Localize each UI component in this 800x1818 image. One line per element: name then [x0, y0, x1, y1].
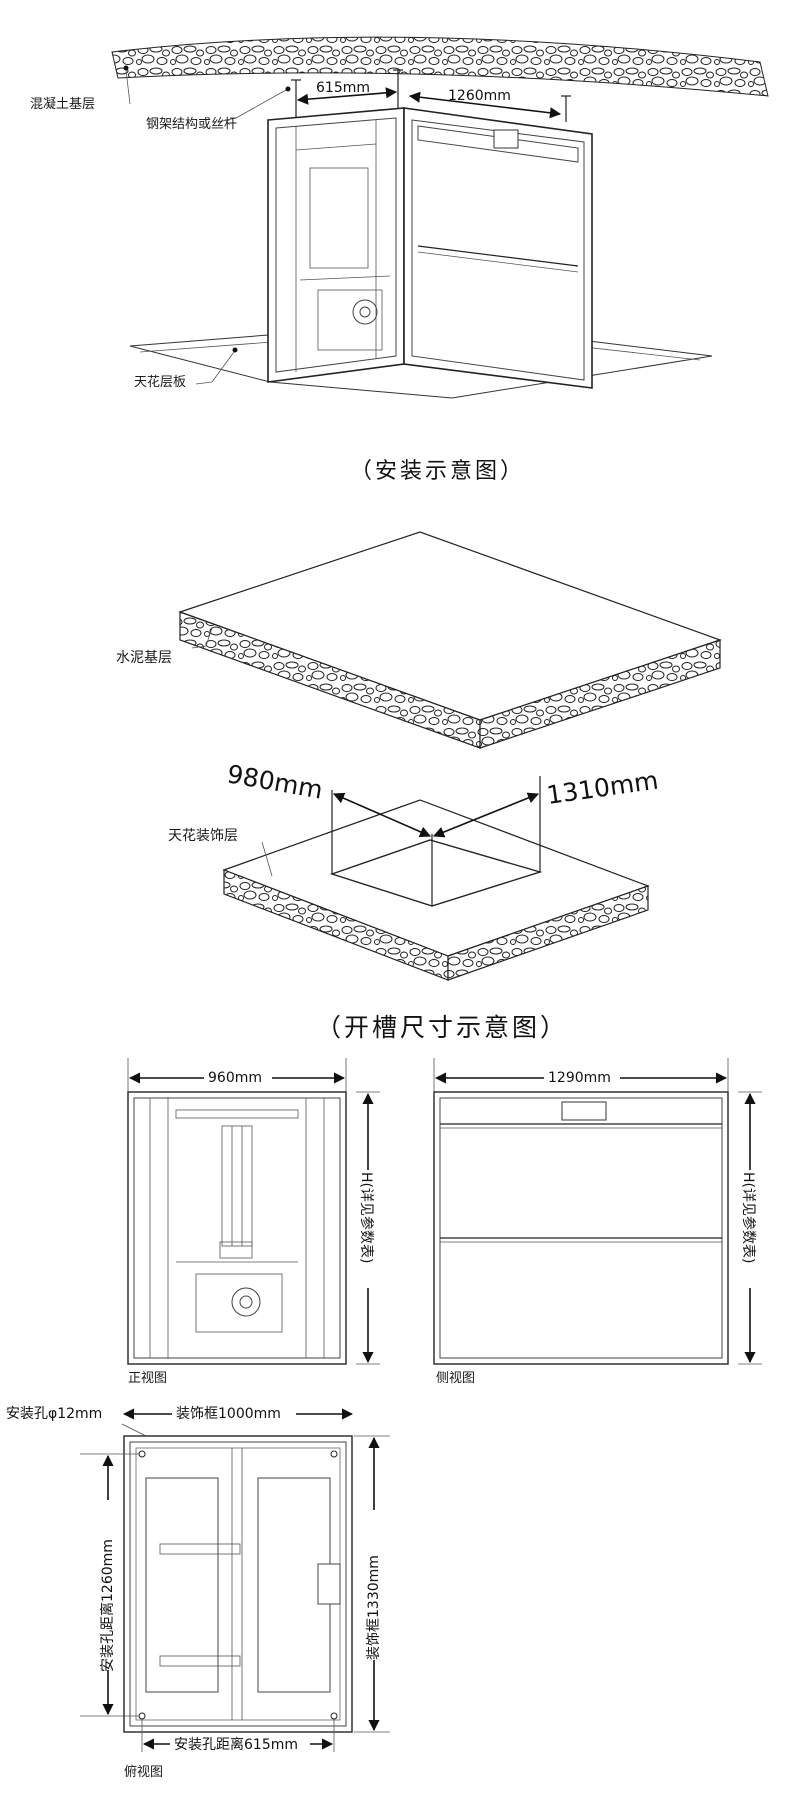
unit-side-face [403, 107, 593, 389]
caption-slot: （开槽尺寸示意图） [316, 1013, 568, 1042]
dim-615mm: 615mm [316, 80, 370, 96]
caption-front-view: 正视图 [128, 1371, 167, 1386]
side-height-dim: H(详见参数表) [740, 1172, 757, 1263]
front-width-dim: 960mm [208, 1070, 262, 1086]
unit-front-face [267, 107, 405, 383]
dim-980mm: 980mm [225, 759, 325, 804]
top-hole-distance-vertical-dim: 安装孔距离1260mm [99, 1539, 116, 1672]
side-width-dim: 1290mm [548, 1070, 611, 1086]
ceiling-decor-slab [222, 799, 650, 981]
top-view: 装饰框1000mm 安装孔φ12mm 安装孔距离1260mm 装饰框1330mm [6, 1404, 390, 1780]
top-hole-label: 安装孔φ12mm [6, 1406, 102, 1422]
cement-slab [178, 531, 722, 749]
install-diagram: 615mm 1260mm 混凝土基层 钢架结构或丝杆 天花层板 （安装示意图） [30, 36, 769, 484]
label-ceiling-decor: 天花装饰层 [168, 828, 238, 844]
side-view: 1290mm H(详见参数表) 侧视图 [433, 1058, 762, 1386]
hanging-rods [291, 69, 571, 122]
dim-1260mm: 1260mm [448, 88, 511, 104]
caption-side-view: 侧视图 [436, 1371, 475, 1386]
front-view: 960mm H(详见参数表) 正视图 [127, 1058, 380, 1386]
label-concrete-base: 混凝土基层 [30, 96, 95, 112]
label-ceiling-board: 天花层板 [134, 374, 186, 390]
caption-install: （安装示意图） [350, 459, 525, 484]
top-frame-height-dim: 装饰框1330mm [366, 1555, 382, 1660]
top-hole-distance-horizontal-dim: 安装孔距离615mm [174, 1736, 298, 1753]
label-steel-structure: 钢架结构或丝杆 [146, 117, 237, 132]
side-control-panel [561, 1101, 607, 1121]
concrete-slab [111, 36, 769, 97]
dim-1310mm: 1310mm [545, 766, 660, 810]
label-cement-base: 水泥基层 [116, 649, 172, 666]
top-frame-width-dim: 装饰框1000mm [176, 1406, 281, 1422]
front-height-dim: H(详见参数表) [358, 1172, 375, 1263]
caption-top-view: 俯视图 [124, 1764, 163, 1780]
slot-diagram: 水泥基层 980mm 1310mm 天花装饰层 （开槽尺寸示意图） [116, 531, 722, 1042]
control-panel [493, 129, 519, 149]
